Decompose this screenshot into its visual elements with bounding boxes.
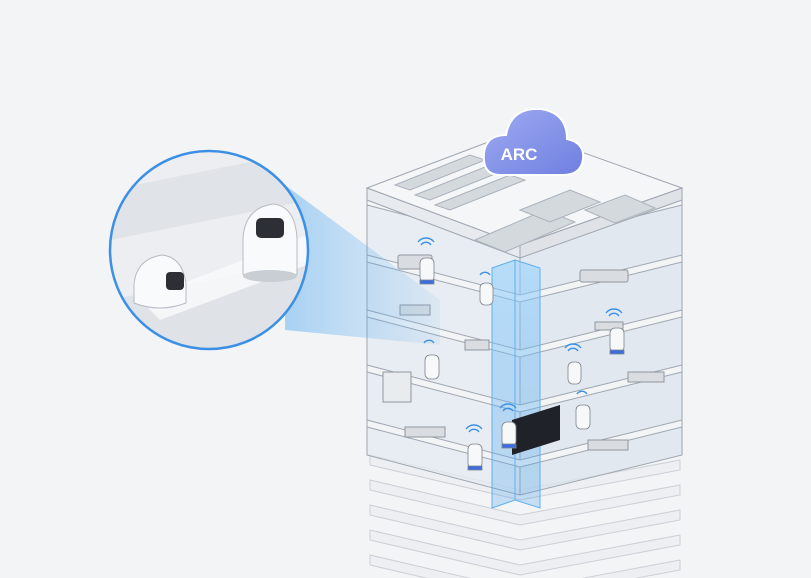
wifi-icon bbox=[576, 390, 588, 395]
robot-1 bbox=[419, 257, 435, 285]
robot-8 bbox=[467, 443, 483, 471]
robot-3 bbox=[609, 327, 625, 355]
zoom-beam bbox=[285, 185, 440, 345]
robot-4 bbox=[424, 354, 440, 380]
cloud-label: ARC bbox=[501, 145, 538, 164]
wifi-icon bbox=[564, 343, 582, 352]
wifi-icon bbox=[417, 237, 435, 246]
robot-5 bbox=[567, 361, 582, 385]
wifi-icons bbox=[417, 237, 623, 433]
delivery-robots bbox=[419, 257, 625, 471]
office-tower bbox=[365, 129, 684, 496]
wifi-icon bbox=[499, 403, 517, 412]
robot-6 bbox=[501, 421, 517, 449]
lower-floors bbox=[369, 454, 681, 578]
wifi-icon bbox=[479, 271, 491, 276]
robot-2 bbox=[479, 282, 494, 306]
robot-closeup-large bbox=[242, 203, 298, 282]
arc-cloud: ARC bbox=[482, 107, 585, 176]
robot-7 bbox=[575, 404, 591, 430]
wifi-icon bbox=[605, 308, 623, 317]
zoom-magnifier bbox=[108, 149, 310, 351]
robot-closeup-small bbox=[133, 254, 187, 309]
wifi-icon bbox=[465, 424, 483, 433]
